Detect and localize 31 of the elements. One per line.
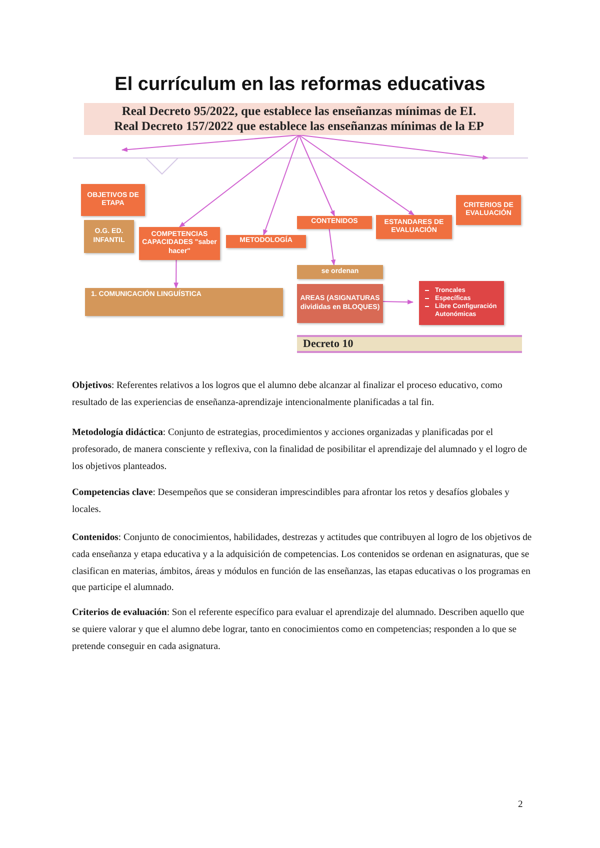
concept-box	[456, 195, 521, 225]
arrow	[298, 134, 414, 216]
definition-paragraph: Criterios de evaluación: Son el referente específico para evaluar el aprendizaje del alumnado. Describen aquello que se quiere valorar y que el alumno debe lograr, tanto en conocimientos como en competencias; responden a lo que se pretende conseguir en cada asignatura.	[72, 606, 526, 654]
box-label: Real Decreto 157/2022 que establece las enseñanzas mínimas de la EP	[114, 119, 484, 134]
concept-box	[297, 216, 372, 229]
arrow	[328, 228, 336, 266]
arrow	[179, 134, 300, 228]
definition-paragraph: Metodología didáctica: Conjunto de estrategias, procedimientos y acciones organizadas y planificadas por el profesorado, de manera consciente y reflexiva, con la finalidad de posibilitar el aprendizaje del alumnado y el logro de los objetivos planteados.	[72, 426, 528, 474]
concept-box	[84, 220, 134, 253]
concept-box	[419, 281, 504, 325]
concept-box	[81, 184, 145, 216]
decree-banner	[297, 335, 522, 353]
header-banner	[84, 103, 514, 135]
arrow	[174, 260, 179, 289]
arrow	[382, 300, 414, 304]
arrow	[121, 134, 300, 152]
definition-paragraph: Contenidos: Conjunto de conocimientos, habilidades, destrezas y actitudes que contribuyen al logro de los objetivos de cada enseñanza y etapa educativa y a la adquisición de competencias. Los contenidos se ordenan en asignaturas, que se clasifican en materias, ámbitos, áreas y módulos en función de las enseñanzas, las etapas educativas o los programas en que participe el alumnado.	[72, 531, 533, 596]
box-label: Real Decreto 95/2022, que establece las enseñanzas mínimas de EI.	[122, 104, 476, 119]
concept-box	[297, 284, 383, 323]
concept-box	[85, 288, 283, 316]
arrow	[298, 134, 489, 160]
definition-paragraph: Objetivos: Referentes relativos a los logros que el alumno debe alcanzar al finalizar el proceso educativo, como resultado de las experiencias de enseñanza-aprendizaje intencionalmente planificadas a tal fin.	[72, 379, 504, 410]
concept-box	[376, 215, 452, 239]
concept-box	[226, 235, 306, 248]
concept-box	[297, 265, 383, 279]
page-number: 2	[518, 798, 523, 812]
box-label: Decreto 10	[303, 338, 354, 350]
arrow	[298, 134, 335, 217]
definition-paragraph: Competencias clave: Desempeños que se consideran imprescindibles para afrontar los retos y desafíos globales y locales.	[72, 486, 510, 517]
arrow	[263, 134, 300, 236]
diagram-title: El currículum en las reformas educativas	[114, 74, 486, 96]
